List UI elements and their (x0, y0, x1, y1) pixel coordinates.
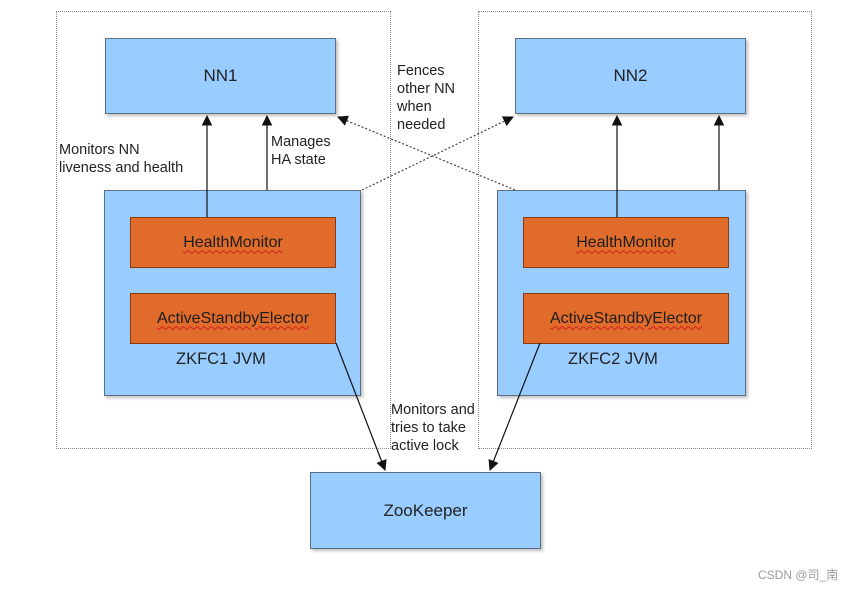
annotation-monitors-nn: Monitors NN liveness and health (59, 142, 184, 176)
machine-region-right (478, 11, 812, 449)
zkfc2-elector: ActiveStandbyElector (523, 293, 729, 344)
zkfc2-health-monitor-label: HealthMonitor (576, 233, 676, 251)
nn1-label: NN1 (203, 66, 238, 85)
zkfc1-elector-label: ActiveStandbyElector (156, 309, 310, 327)
arrow-elector2-to-zookeeper (488, 342, 541, 472)
machine-region-left (56, 11, 391, 449)
zkfc2-health-monitor: HealthMonitor (523, 217, 729, 268)
zkfc1-health-monitor-label: HealthMonitor (183, 233, 283, 251)
zkfc1-label: ZKFC1 JVM (176, 350, 266, 368)
zookeeper-box: ZooKeeper (310, 472, 541, 549)
annotation-fences: Fences other NN when needed (397, 63, 456, 133)
nn1-box: NN1 (105, 38, 336, 114)
zkfc2-label: ZKFC2 JVM (568, 350, 658, 368)
nn2-label: NN2 (613, 66, 648, 85)
annotation-manages-ha: Manages HA state (271, 134, 331, 168)
annotation-zk-lock: Monitors and tries to take active lock (391, 402, 475, 454)
zkfc1-health-monitor: HealthMonitor (130, 217, 336, 268)
zkfc1-elector: ActiveStandbyElector (130, 293, 336, 344)
zookeeper-label: ZooKeeper (383, 500, 468, 520)
zkfc2-elector-label: ActiveStandbyElector (549, 309, 703, 327)
csdn-watermark: CSDN @司_南 (758, 568, 839, 582)
nn2-box: NN2 (515, 38, 746, 114)
arrow-elector1-to-zookeeper (335, 342, 387, 472)
